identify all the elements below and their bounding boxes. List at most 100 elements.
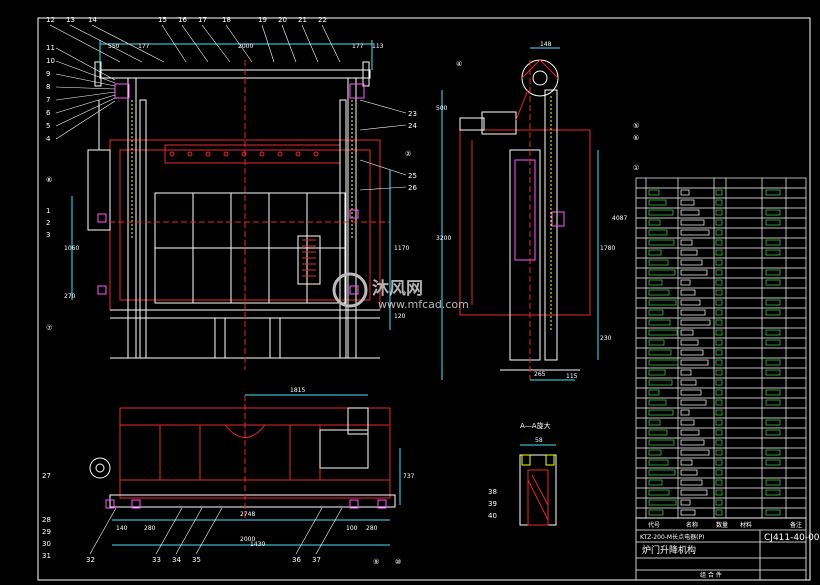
bom-row-mark xyxy=(680,459,693,466)
bom-row-mark xyxy=(765,509,781,516)
bom-row-mark xyxy=(715,379,723,386)
bom-row-mark xyxy=(648,509,664,516)
bom-row-mark xyxy=(648,339,665,346)
bom-row-mark xyxy=(715,319,723,326)
bom-row-mark xyxy=(765,389,781,396)
bom-row-mark xyxy=(648,409,674,416)
bom-row-mark xyxy=(648,479,663,486)
part-label-20: 20 xyxy=(278,16,287,24)
part-label-26: 26 xyxy=(408,184,417,192)
leader-line xyxy=(55,100,116,140)
bom-row-mark xyxy=(680,479,703,486)
bom-row-mark xyxy=(680,449,710,456)
bom-row-mark xyxy=(680,229,710,236)
bom-row-mark xyxy=(715,339,723,346)
bom-row-mark xyxy=(680,259,703,266)
part-label-39: 39 xyxy=(488,500,497,508)
part-label-38: 38 xyxy=(488,488,497,496)
part-label-6: 6 xyxy=(46,109,51,117)
part-label-37: 37 xyxy=(312,556,321,564)
leader-line xyxy=(195,507,223,555)
tb-col-note: 备注 xyxy=(790,521,802,529)
bom-row-mark xyxy=(715,189,723,196)
leader-line xyxy=(161,24,187,63)
bom-row-mark xyxy=(680,319,711,326)
gear-motor xyxy=(481,111,517,135)
dimension-plan-8: 100 xyxy=(346,525,358,532)
leader-line xyxy=(175,507,203,555)
dimension-plan-4: 737 xyxy=(403,473,415,480)
dimension-front-7: 270 xyxy=(64,293,76,300)
bom-row-mark xyxy=(715,299,723,306)
bom-row-mark xyxy=(680,189,690,196)
callout-7: ① xyxy=(633,164,639,172)
part-label-19: 19 xyxy=(258,16,267,24)
bom-row-mark xyxy=(680,469,698,476)
leader-line xyxy=(295,507,323,555)
bom-row-mark xyxy=(715,259,723,266)
part-label-12: 12 xyxy=(46,16,55,24)
side-view xyxy=(441,47,599,381)
leader-line xyxy=(359,159,407,176)
bom-row-mark xyxy=(680,499,691,506)
leader-line xyxy=(315,507,343,555)
bom-row-mark xyxy=(765,239,781,246)
dimension-front-1: 550 xyxy=(108,43,120,50)
dimension-plan-5: 1430 xyxy=(250,541,265,548)
bom-row-mark xyxy=(715,199,723,206)
leader-line xyxy=(49,24,121,63)
part-label-28: 28 xyxy=(42,516,51,524)
bom-row-mark xyxy=(648,489,670,496)
bom-row-mark xyxy=(715,479,723,486)
part-label-36: 36 xyxy=(292,556,301,564)
bom-row-mark xyxy=(680,289,696,296)
bom-row-mark xyxy=(715,509,723,516)
bom-row-mark xyxy=(680,279,691,286)
callout-9: ⑩ xyxy=(395,558,401,566)
bom-row-mark xyxy=(680,409,690,416)
bom-row-mark xyxy=(648,499,677,506)
bom-row-mark xyxy=(715,249,723,256)
counterweight xyxy=(87,149,111,231)
dimension-front-4: 177 xyxy=(352,43,364,50)
dimension-front-6: 1060 xyxy=(64,245,79,252)
leader-line xyxy=(89,507,117,555)
bom-row-mark xyxy=(765,329,781,336)
title-block xyxy=(635,517,807,581)
bom-row-mark xyxy=(715,419,723,426)
bom-row-mark xyxy=(648,239,675,246)
bom-row-mark xyxy=(680,299,701,306)
section-title: A—A旋大 xyxy=(520,421,551,430)
bom-row-mark xyxy=(680,509,696,516)
plan-furnace xyxy=(119,407,391,499)
bom-row-mark xyxy=(680,369,692,376)
tb-spec: KTZ-200-M长点电器(P) xyxy=(640,533,704,541)
bom-row-mark xyxy=(715,459,723,466)
part-label-9: 9 xyxy=(46,70,50,78)
bom-row-mark xyxy=(680,429,700,436)
tb-drawing-no: CJ411-40-00 xyxy=(764,533,820,543)
bom-row-mark xyxy=(765,269,781,276)
bom-row-mark xyxy=(715,389,723,396)
sheet-border xyxy=(37,17,811,581)
bom-row-mark xyxy=(715,209,723,216)
dimension-side-1: 148 xyxy=(540,41,552,48)
tb-col-code: 代号 xyxy=(648,521,660,529)
bom-row-mark xyxy=(648,389,660,396)
bill-of-materials xyxy=(635,177,807,519)
bom-row-mark xyxy=(648,259,669,266)
part-label-1: 1 xyxy=(46,207,50,215)
dimension-plan-9: 280 xyxy=(366,525,378,532)
part-label-8: 8 xyxy=(46,83,50,91)
bom-row-mark xyxy=(765,479,781,486)
leader-line xyxy=(281,24,297,63)
bom-row-mark xyxy=(680,219,705,226)
bom-row-mark xyxy=(765,279,781,286)
plan-view xyxy=(89,394,401,546)
bom-row-mark xyxy=(680,399,707,406)
bom-row-mark xyxy=(648,219,661,226)
bom-row-mark xyxy=(680,339,699,346)
dimension-front-2: 177 xyxy=(138,43,150,50)
part-label-29: 29 xyxy=(42,528,51,536)
bom-row-mark xyxy=(680,209,700,216)
